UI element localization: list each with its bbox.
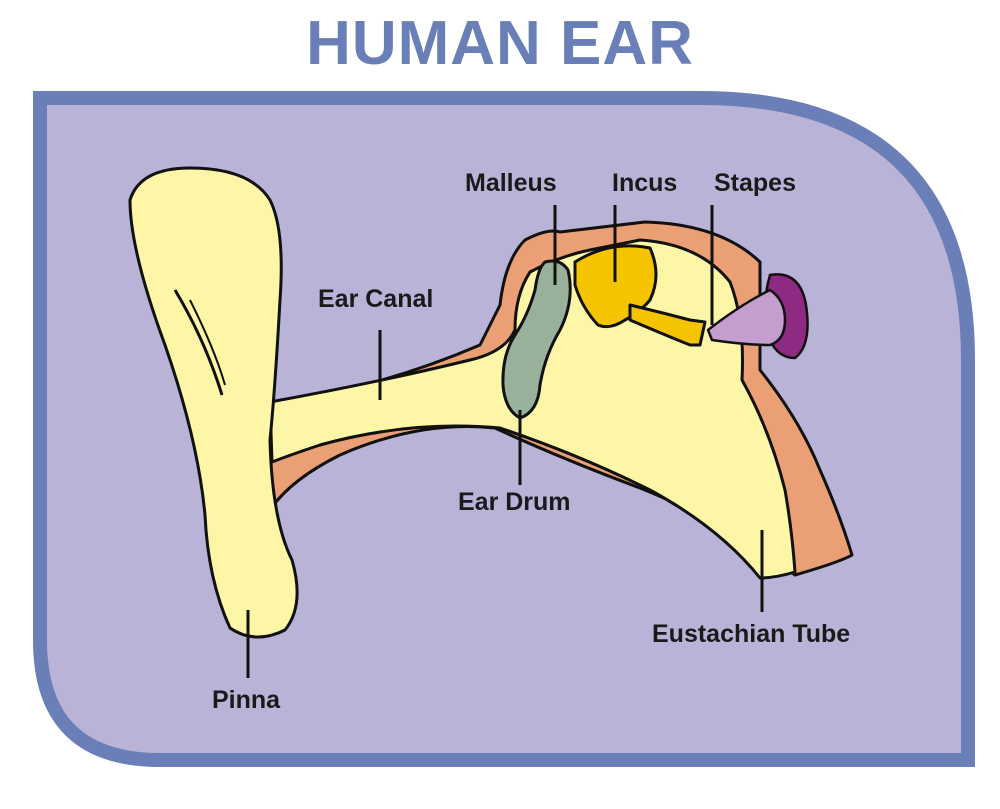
label-pinna: Pinna bbox=[212, 686, 281, 714]
pinna-fold-inner bbox=[189, 299, 226, 386]
label-eustachian-tube: Eustachian Tube bbox=[652, 620, 850, 648]
label-stapes: Stapes bbox=[714, 169, 796, 197]
pinna-shape bbox=[128, 166, 299, 639]
stapes-arm bbox=[628, 303, 707, 347]
cochlea-inner bbox=[706, 288, 787, 347]
pinna-fold bbox=[173, 289, 224, 396]
label-incus: Incus bbox=[612, 169, 677, 197]
label-malleus: Malleus bbox=[465, 169, 557, 197]
label-ear-drum: Ear Drum bbox=[458, 488, 571, 516]
label-ear-canal: Ear Canal bbox=[318, 285, 433, 313]
diagram-title: HUMAN EAR bbox=[306, 9, 694, 78]
